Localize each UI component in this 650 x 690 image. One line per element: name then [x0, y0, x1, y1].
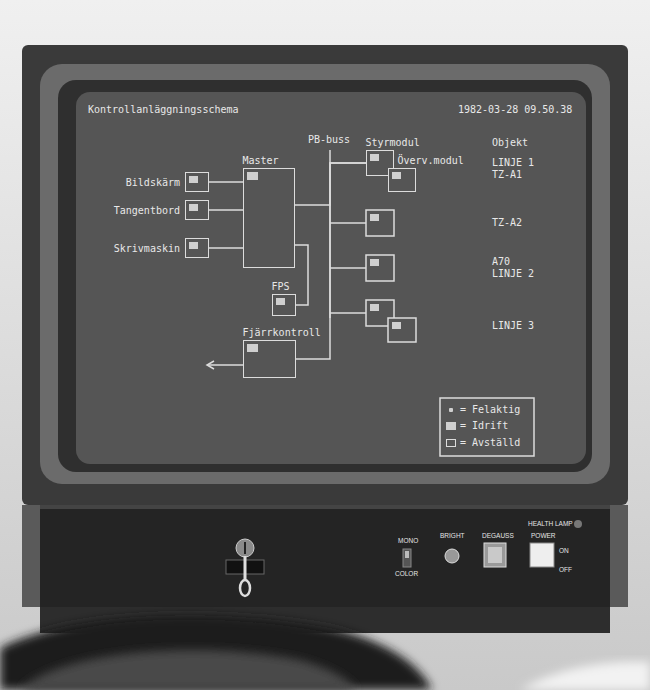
panel-label: POWER	[531, 533, 556, 540]
bus-connector	[209, 209, 243, 211]
legend-frame	[440, 398, 534, 456]
power-button	[530, 543, 554, 567]
status-indicator	[189, 242, 198, 249]
module-label: Bildskärm	[126, 177, 180, 188]
bus-label: PB-buss	[308, 134, 350, 145]
object-label: LINJE 1	[492, 157, 534, 168]
control-panel	[40, 505, 610, 607]
panel-label: DEGAUSS	[482, 533, 514, 540]
mono-color-switch	[403, 549, 411, 567]
module-box	[388, 318, 416, 342]
status-indicator	[370, 304, 379, 311]
panel-label: ON	[559, 548, 569, 555]
module-label: Skrivmaskin	[114, 243, 180, 254]
module-box: Skrivmaskin	[185, 238, 209, 258]
legend-swatch	[449, 408, 453, 412]
object-label: TZ-A2	[492, 217, 522, 228]
bus-branch	[330, 267, 366, 269]
legend-text: = Felaktig	[460, 404, 520, 415]
panel-edge	[40, 505, 610, 509]
key-slot	[244, 542, 246, 554]
crt-screen	[76, 92, 586, 464]
status-indicator	[392, 322, 401, 329]
bezel-inner	[58, 80, 592, 472]
module-label: Fjärrkontroll	[243, 327, 321, 338]
module-label: Tangentbord	[114, 205, 180, 216]
foreground-object	[0, 615, 432, 690]
status-indicator	[370, 154, 379, 161]
module-label: Överv.modul	[398, 155, 464, 166]
timestamp: 1982-03-28 09.50.38	[458, 104, 572, 115]
bus-connector	[295, 163, 366, 205]
foreground-highlight	[20, 650, 356, 690]
degauss-face	[488, 547, 502, 563]
switch-lever	[405, 551, 409, 558]
bus-wiring	[207, 150, 534, 456]
module-label: Master	[243, 155, 279, 166]
bus-connector	[295, 245, 308, 305]
module-box	[366, 255, 394, 281]
panel-label: COLOR	[395, 571, 418, 578]
legend-text: = Idrift	[460, 420, 508, 431]
object-label: A70	[492, 256, 510, 267]
remote-line	[208, 364, 243, 366]
status-indicator	[247, 344, 258, 352]
object-heading: Objekt	[492, 137, 528, 148]
status-indicator	[392, 172, 401, 179]
object-label: LINJE 3	[492, 320, 534, 331]
screen-title: Kontrollanläggningsschema	[88, 104, 239, 115]
status-indicator	[189, 176, 198, 183]
legend-swatch	[446, 439, 456, 447]
health-lamp	[574, 520, 582, 528]
panel-label: HEALTH LAMP	[528, 521, 573, 528]
object-label: LINJE 2	[492, 268, 534, 279]
bright-knob	[445, 549, 459, 563]
bus-connector	[209, 247, 243, 249]
module-box: Tangentbord	[185, 200, 209, 220]
monitor-housing	[22, 45, 628, 505]
panel-label: OFF	[559, 567, 572, 574]
legend-row: = Felaktig	[446, 404, 520, 415]
module-box	[366, 210, 394, 236]
rack-rail	[22, 505, 40, 607]
status-indicator	[247, 172, 258, 180]
key-bow	[240, 580, 250, 596]
pb-bus-line	[329, 150, 331, 318]
rack-rail	[610, 505, 628, 607]
legend-row: = Idrift	[446, 420, 508, 431]
panel-label: BRIGHT	[440, 533, 465, 540]
module-box: Överv.modul	[388, 168, 416, 192]
key-shaft	[244, 556, 247, 580]
legend-row: = Avställd	[446, 437, 520, 448]
degauss-button	[484, 543, 506, 567]
foreground-paper	[520, 662, 650, 690]
module-indicators	[370, 214, 401, 329]
remote-arrowhead	[207, 361, 214, 369]
status-indicator	[189, 204, 198, 211]
module-box: Fjärrkontroll	[243, 340, 296, 378]
module-label: Styrmodul	[366, 137, 420, 148]
module-box: Bildskärm	[185, 172, 209, 192]
bus-branch	[330, 222, 366, 224]
screen-bezel	[40, 64, 610, 484]
bus-connector	[209, 181, 243, 183]
panel-label: MONO	[398, 538, 418, 545]
status-indicator	[276, 298, 285, 305]
module-label: FPS	[272, 281, 290, 292]
status-indicator	[370, 214, 379, 221]
key-lock	[236, 539, 254, 557]
object-label: TZ-A1	[492, 169, 522, 180]
module-box: FPS	[272, 294, 296, 316]
legend-swatch	[446, 422, 456, 430]
module-box: Master	[243, 168, 295, 268]
legend-text: = Avställd	[460, 437, 520, 448]
bus-branch	[330, 312, 366, 314]
status-indicator	[370, 259, 379, 266]
